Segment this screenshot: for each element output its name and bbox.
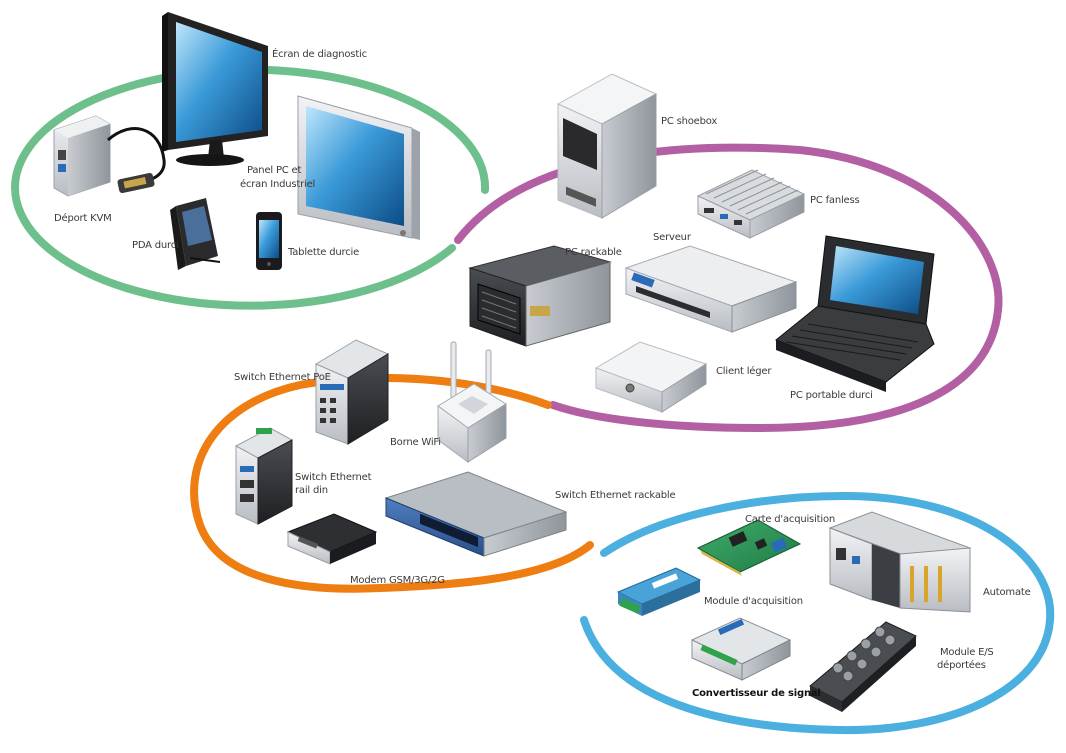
label-carte-acquisition: Carte d'acquisition [745,514,836,525]
kvm-extender [53,115,166,197]
acquisition-module [616,567,702,616]
label-panel-pc-line2: écran Industriel [240,179,316,190]
poe-switch [314,339,390,445]
label-module-es-line1: Module E/S [940,647,994,658]
label-deport-kvm: Déport KVM [54,213,112,224]
label-pc-portable-durci: PC portable durci [790,390,873,401]
pc-rackable [468,245,612,347]
label-tablette-durcie: Tablette durcie [288,247,360,258]
thin-client [594,341,708,413]
label-borne-wifi: Borne WiFi [390,437,441,448]
rackmount-switch [384,471,568,557]
din-rail-switch [234,427,294,525]
rugged-tablet [256,212,282,270]
wifi-access-point [437,341,507,463]
pc-shoebox [556,73,658,219]
label-pda-durci: PDA durci [132,240,179,251]
diagnostic-monitor [162,12,268,166]
pc-fanless [696,169,806,239]
label-module-es-line2: déportées [937,660,986,671]
gsm-modem [286,513,378,565]
label-switch-rail-line1: Switch Ethernet [295,472,372,483]
label-panel-pc-line1: Panel PC et [247,165,302,176]
label-serveur: Serveur [653,232,691,243]
label-module-acquisition: Module d'acquisition [704,596,803,607]
remote-io-module [809,621,917,712]
label-switch-poe: Switch Ethernet PoE [234,372,331,383]
label-switch-rackable: Switch Ethernet rackable [555,490,676,501]
label-pc-rackable: PC rackable [565,247,622,258]
label-pc-shoebox: PC shoebox [661,116,718,127]
plc-automaton [828,511,972,613]
label-client-leger: Client léger [716,366,772,377]
acquisition-card [696,519,802,576]
label-ecran-diagnostic: Écran de diagnostic [272,49,367,60]
label-modem: Modem GSM/3G/2G [350,575,445,586]
label-convertisseur-signal: Convertisseur de signal [692,688,821,699]
rugged-pda [170,198,221,270]
label-switch-rail-line2: rail din [295,485,328,496]
label-pc-fanless: PC fanless [810,195,860,206]
panel-pc [297,95,420,240]
rugged-laptop [775,235,935,392]
green-ring [11,65,490,310]
signal-converter [690,617,792,681]
blue-ring [580,491,1055,735]
label-automate: Automate [983,587,1031,598]
server [624,245,798,333]
